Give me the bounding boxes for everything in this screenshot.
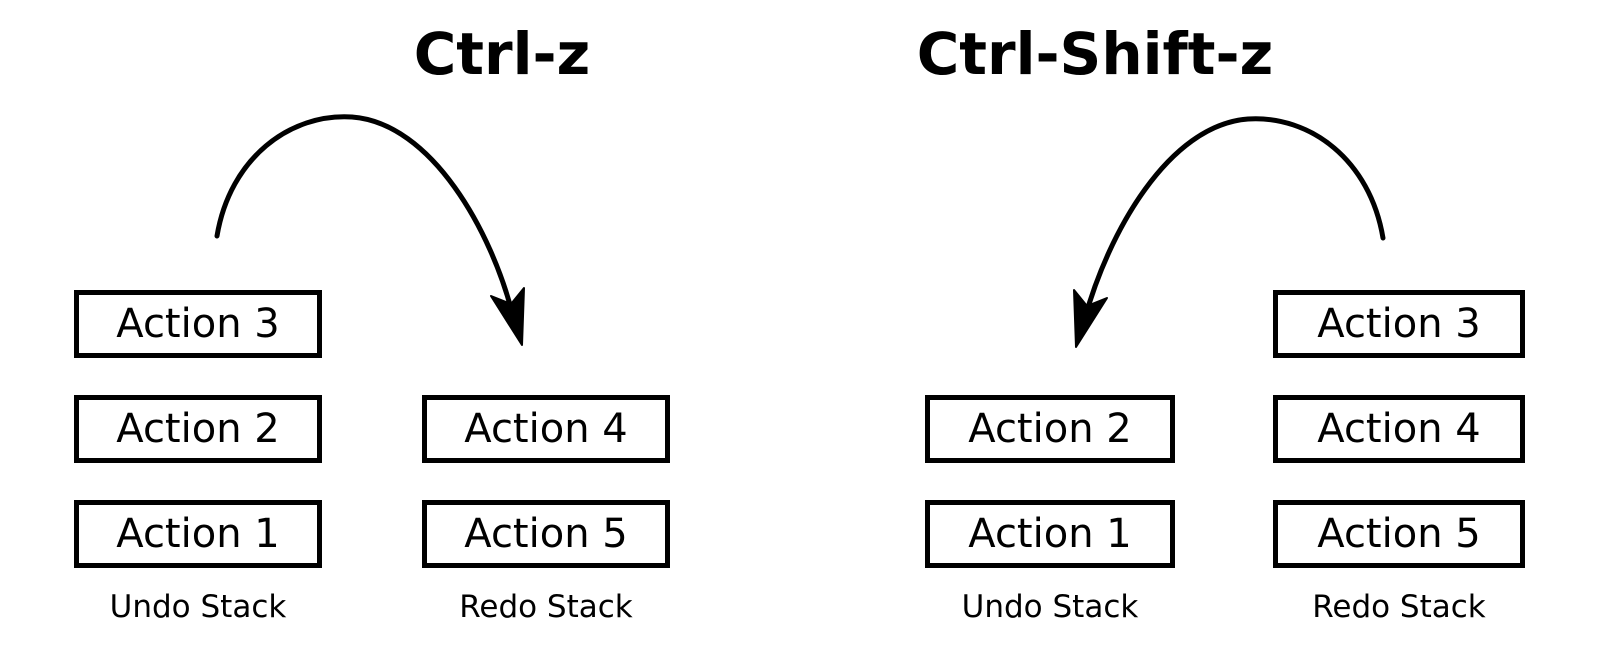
panel-title-ctrl-z: Ctrl-z	[413, 20, 591, 88]
action-box: Action 5	[422, 500, 670, 568]
redo-stack-label: Redo Stack	[459, 589, 633, 625]
redo-arrow	[1073, 116, 1386, 348]
action-box: Action 4	[422, 395, 670, 463]
action-box: Action 5	[1273, 500, 1525, 568]
panel-title-ctrl-shift-z: Ctrl-Shift-z	[916, 20, 1274, 88]
redo-stack-label: Redo Stack	[1312, 589, 1486, 625]
undo-arrow-curve	[214, 114, 516, 319]
undo-arrow	[214, 114, 525, 346]
redo-arrow-curve	[1082, 116, 1386, 321]
action-box: Action 1	[925, 500, 1175, 568]
undo-arrowhead-icon	[490, 287, 525, 346]
action-box: Action 2	[925, 395, 1175, 463]
action-box: Action 1	[74, 500, 322, 568]
redo-arrowhead-icon	[1073, 289, 1108, 348]
action-box: Action 4	[1273, 395, 1525, 463]
action-box: Action 2	[74, 395, 322, 463]
undo-stack-label: Undo Stack	[961, 589, 1139, 625]
action-box: Action 3	[74, 290, 322, 358]
undo-stack-label: Undo Stack	[109, 589, 287, 625]
action-box: Action 3	[1273, 290, 1525, 358]
